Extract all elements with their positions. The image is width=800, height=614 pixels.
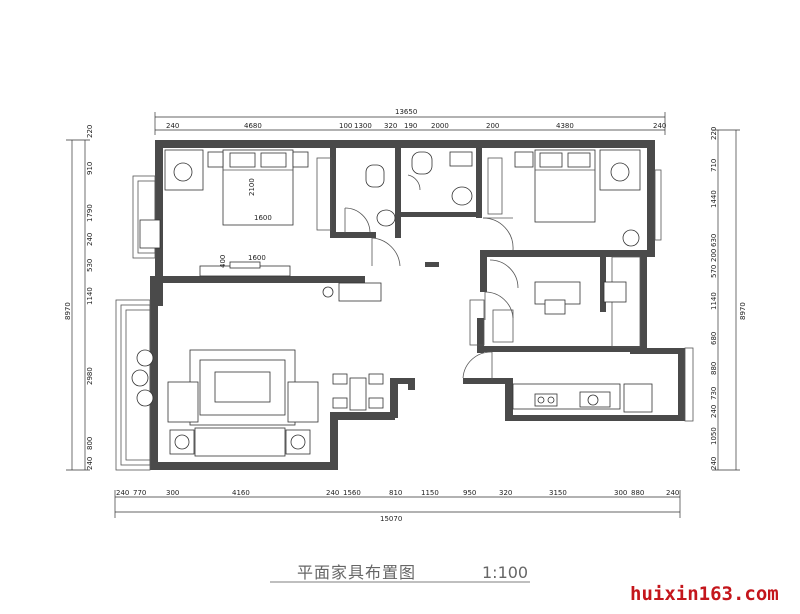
bottom-dim-7: 810 xyxy=(389,489,402,497)
bottom-dim-3: 300 xyxy=(166,489,179,497)
walls xyxy=(150,140,685,470)
cabinet-depth-label: 400 xyxy=(219,255,227,268)
top-dim-9: 4380 xyxy=(556,122,574,130)
top-dim-3: 100 xyxy=(339,122,352,130)
left-dim-9: 240 xyxy=(86,457,94,470)
right-dim-9: 880 xyxy=(710,362,718,375)
right-dim-13: 240 xyxy=(710,457,718,470)
right-total-dimension: 8970 xyxy=(739,302,747,320)
second-bedroom-furniture xyxy=(487,149,641,247)
right-dim-2: 710 xyxy=(710,159,718,172)
top-dim-6: 190 xyxy=(404,122,417,130)
left-dim-8: 800 xyxy=(86,437,94,450)
right-dim-5: 200 xyxy=(710,249,718,262)
bed-length-label: 2100 xyxy=(248,178,256,196)
top-total-dimension: 13650 xyxy=(395,108,417,116)
right-dim-1: 220 xyxy=(710,127,718,140)
top-dim-1: 240 xyxy=(166,122,179,130)
bottom-dim-12: 300 xyxy=(614,489,627,497)
bottom-dim-2: 770 xyxy=(133,489,146,497)
left-dim-7: 2980 xyxy=(86,367,94,385)
kitchen-fixtures xyxy=(512,383,653,413)
left-dim-6: 1140 xyxy=(86,287,94,305)
bottom-dimension-chain: 240 770 300 4160 240 1560 810 1150 950 3… xyxy=(114,489,681,523)
top-dim-7: 2000 xyxy=(431,122,449,130)
left-dimension-chain: 8970 220 910 1790 240 530 1140 2980 800 … xyxy=(64,125,94,471)
right-dim-3: 1440 xyxy=(710,190,718,208)
top-dim-4: 1300 xyxy=(354,122,372,130)
bottom-dim-1: 240 xyxy=(116,489,129,497)
bottom-dim-8: 1150 xyxy=(421,489,439,497)
right-dim-12: 1050 xyxy=(710,427,718,445)
door-swings xyxy=(344,174,519,380)
right-dim-6: 570 xyxy=(710,265,718,278)
living-room-furniture xyxy=(131,349,384,457)
left-dim-3: 1790 xyxy=(86,204,94,222)
bottom-dim-4: 4160 xyxy=(232,489,250,497)
bed-width-label: 1600 xyxy=(248,254,266,262)
bottom-dim-5: 240 xyxy=(326,489,339,497)
right-dim-10: 730 xyxy=(710,387,718,400)
left-dim-1: 220 xyxy=(86,125,94,138)
drawing-scale: 1:100 xyxy=(482,563,528,582)
top-dim-8: 200 xyxy=(486,122,499,130)
bottom-total-dimension: 15070 xyxy=(380,515,402,523)
bed-width-inner-label: 1600 xyxy=(254,214,272,222)
bottom-dim-9: 950 xyxy=(463,489,476,497)
bottom-dim-14: 240 xyxy=(666,489,679,497)
top-dim-5: 320 xyxy=(384,122,397,130)
right-dim-11: 240 xyxy=(710,405,718,418)
drawing-title: 平面家具布置图 xyxy=(297,563,416,582)
bottom-dim-6: 1560 xyxy=(343,489,361,497)
bathroom-fixtures xyxy=(322,151,473,302)
study-furniture xyxy=(469,281,627,346)
top-dim-10: 240 xyxy=(653,122,666,130)
right-dim-7: 1140 xyxy=(710,292,718,310)
top-dim-2: 4680 xyxy=(244,122,262,130)
left-dim-5: 530 xyxy=(86,259,94,272)
bottom-dim-13: 880 xyxy=(631,489,644,497)
right-dim-8: 680 xyxy=(710,332,718,345)
bottom-dim-10: 320 xyxy=(499,489,512,497)
bottom-dim-11: 3150 xyxy=(549,489,567,497)
top-dimension-chain: 13650 240 4680 100 1300 320 190 2000 200… xyxy=(154,108,666,135)
watermark-logo: huixin163.com xyxy=(630,583,779,605)
left-total-dimension: 8970 xyxy=(64,302,72,320)
master-bedroom-furniture: 1600 2100 1600 400 xyxy=(139,149,332,277)
left-dim-2: 910 xyxy=(86,162,94,175)
right-dimension-chain: 220 710 1440 630 200 570 1140 680 880 73… xyxy=(710,127,747,471)
right-dim-4: 630 xyxy=(710,234,718,247)
left-dim-4: 240 xyxy=(86,233,94,246)
